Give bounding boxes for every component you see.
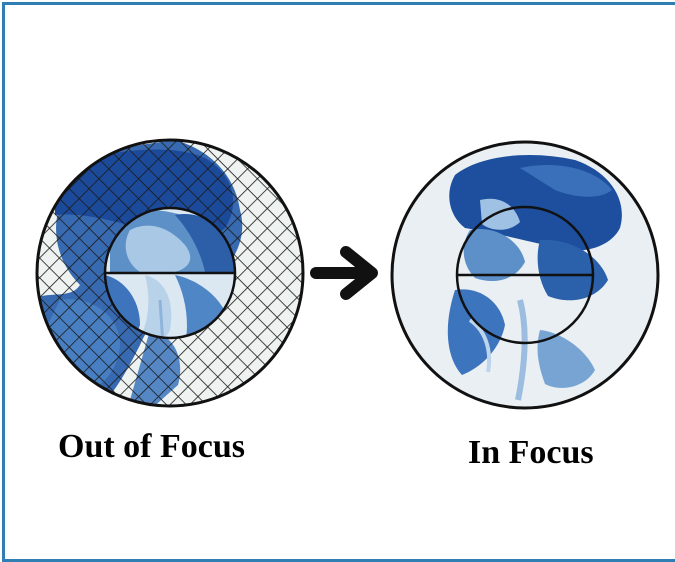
in-focus-viewfinder bbox=[385, 135, 665, 415]
out-of-focus-viewfinder bbox=[30, 135, 310, 415]
caption-in-focus: In Focus bbox=[468, 434, 594, 472]
caption-out-of-focus: Out of Focus bbox=[58, 428, 245, 466]
arrow-right-icon bbox=[316, 252, 372, 294]
